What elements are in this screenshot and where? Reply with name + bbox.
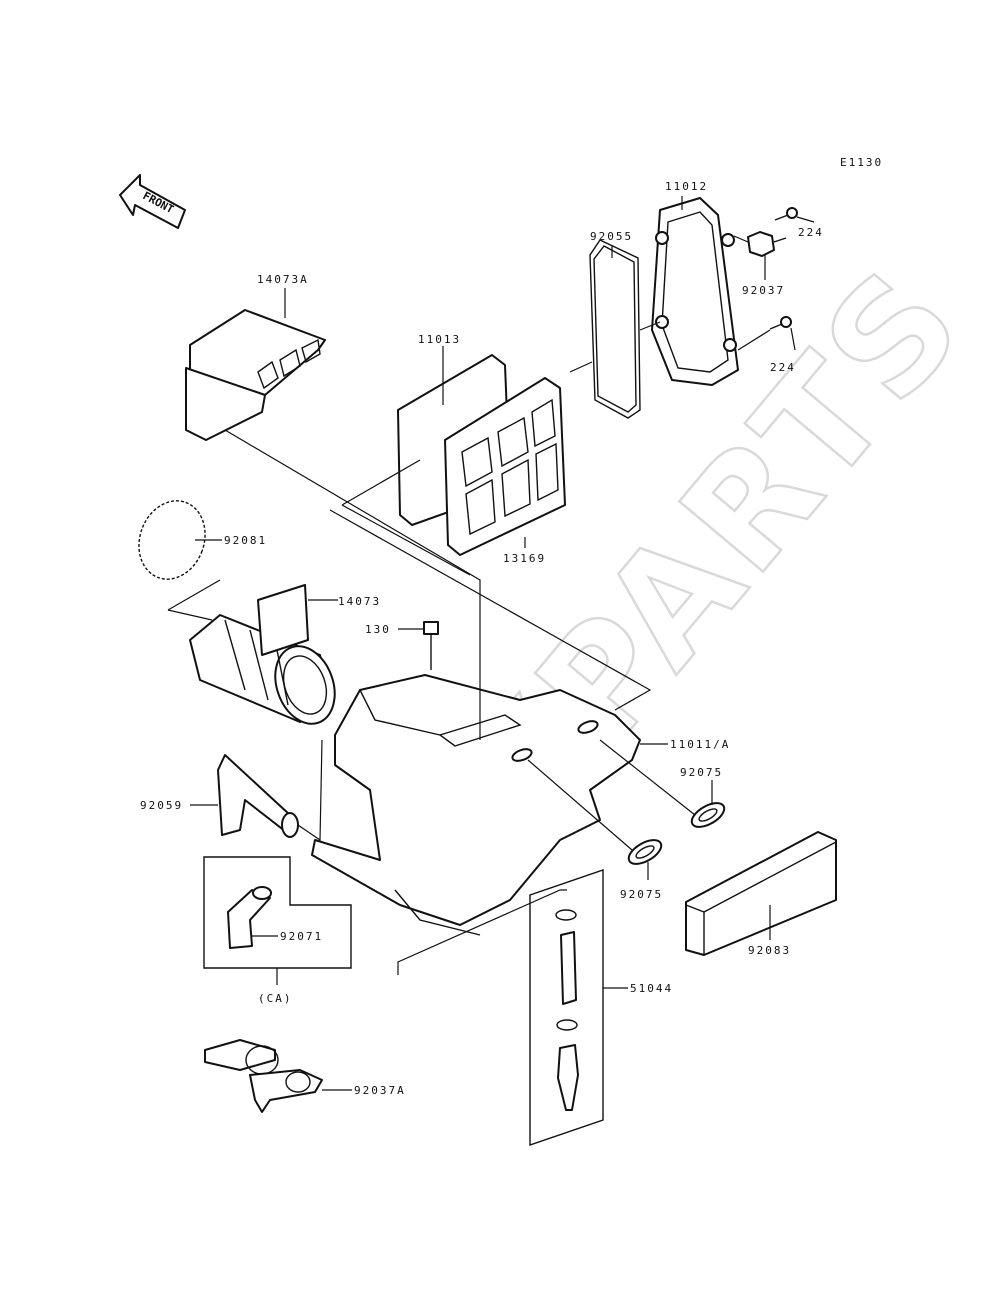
element-frame-13169[interactable] [444,377,566,556]
part-label-92059: 92059 [140,799,183,812]
air-cleaner-case-11011A[interactable] [311,674,641,936]
part-label-92083: 92083 [748,944,791,957]
diagram-code: E1130 [840,156,883,169]
part-label-14073: 14073 [338,595,381,608]
drain-group-frame [529,869,604,1146]
part-label-92055: 92055 [590,230,633,243]
spring-92081[interactable] [128,491,216,588]
part-label-13169: 13169 [503,552,546,565]
part-label-14073A: 14073A [257,273,309,286]
inlet-duct-14073[interactable] [189,584,345,732]
part-label-92075-lower: 92075 [620,888,663,901]
fitting-92071[interactable] [227,886,272,949]
grommet-92075-upper[interactable] [688,798,728,832]
screw-224-lower[interactable] [769,316,792,330]
group-label-ca: (CA) [258,992,293,1005]
air-cleaner-cover-11012[interactable] [651,197,739,386]
bolt-130[interactable] [423,621,439,670]
grommet-92075-lower[interactable] [625,835,665,869]
part-label-224-upper: 224 [798,226,824,239]
part-label-130: 130 [365,623,391,636]
drain-assembly-51044[interactable] [555,909,579,1111]
ca-group-frame [203,856,352,969]
screw-224-upper[interactable] [774,207,798,221]
clamp-92037[interactable] [747,231,787,257]
part-label-92075-upper: 92075 [680,766,723,779]
hose-92059[interactable] [217,754,299,838]
part-label-11012: 11012 [665,180,708,193]
part-label-92071: 92071 [280,930,323,943]
front-arrow-icon: FRONT [119,174,186,229]
part-label-92081: 92081 [224,534,267,547]
part-label-11011A: 11011/A [670,738,730,751]
air-duct-14073A[interactable] [185,309,326,441]
part-label-224-lower: 224 [770,361,796,374]
part-label-92037A: 92037A [354,1084,406,1097]
part-label-11013: 11013 [418,333,461,346]
hose-clamp-92037A[interactable] [204,1039,323,1113]
gasket-92055[interactable] [589,239,641,419]
pad-92083[interactable] [685,831,837,956]
part-label-92037: 92037 [742,284,785,297]
part-label-51044: 51044 [630,982,673,995]
